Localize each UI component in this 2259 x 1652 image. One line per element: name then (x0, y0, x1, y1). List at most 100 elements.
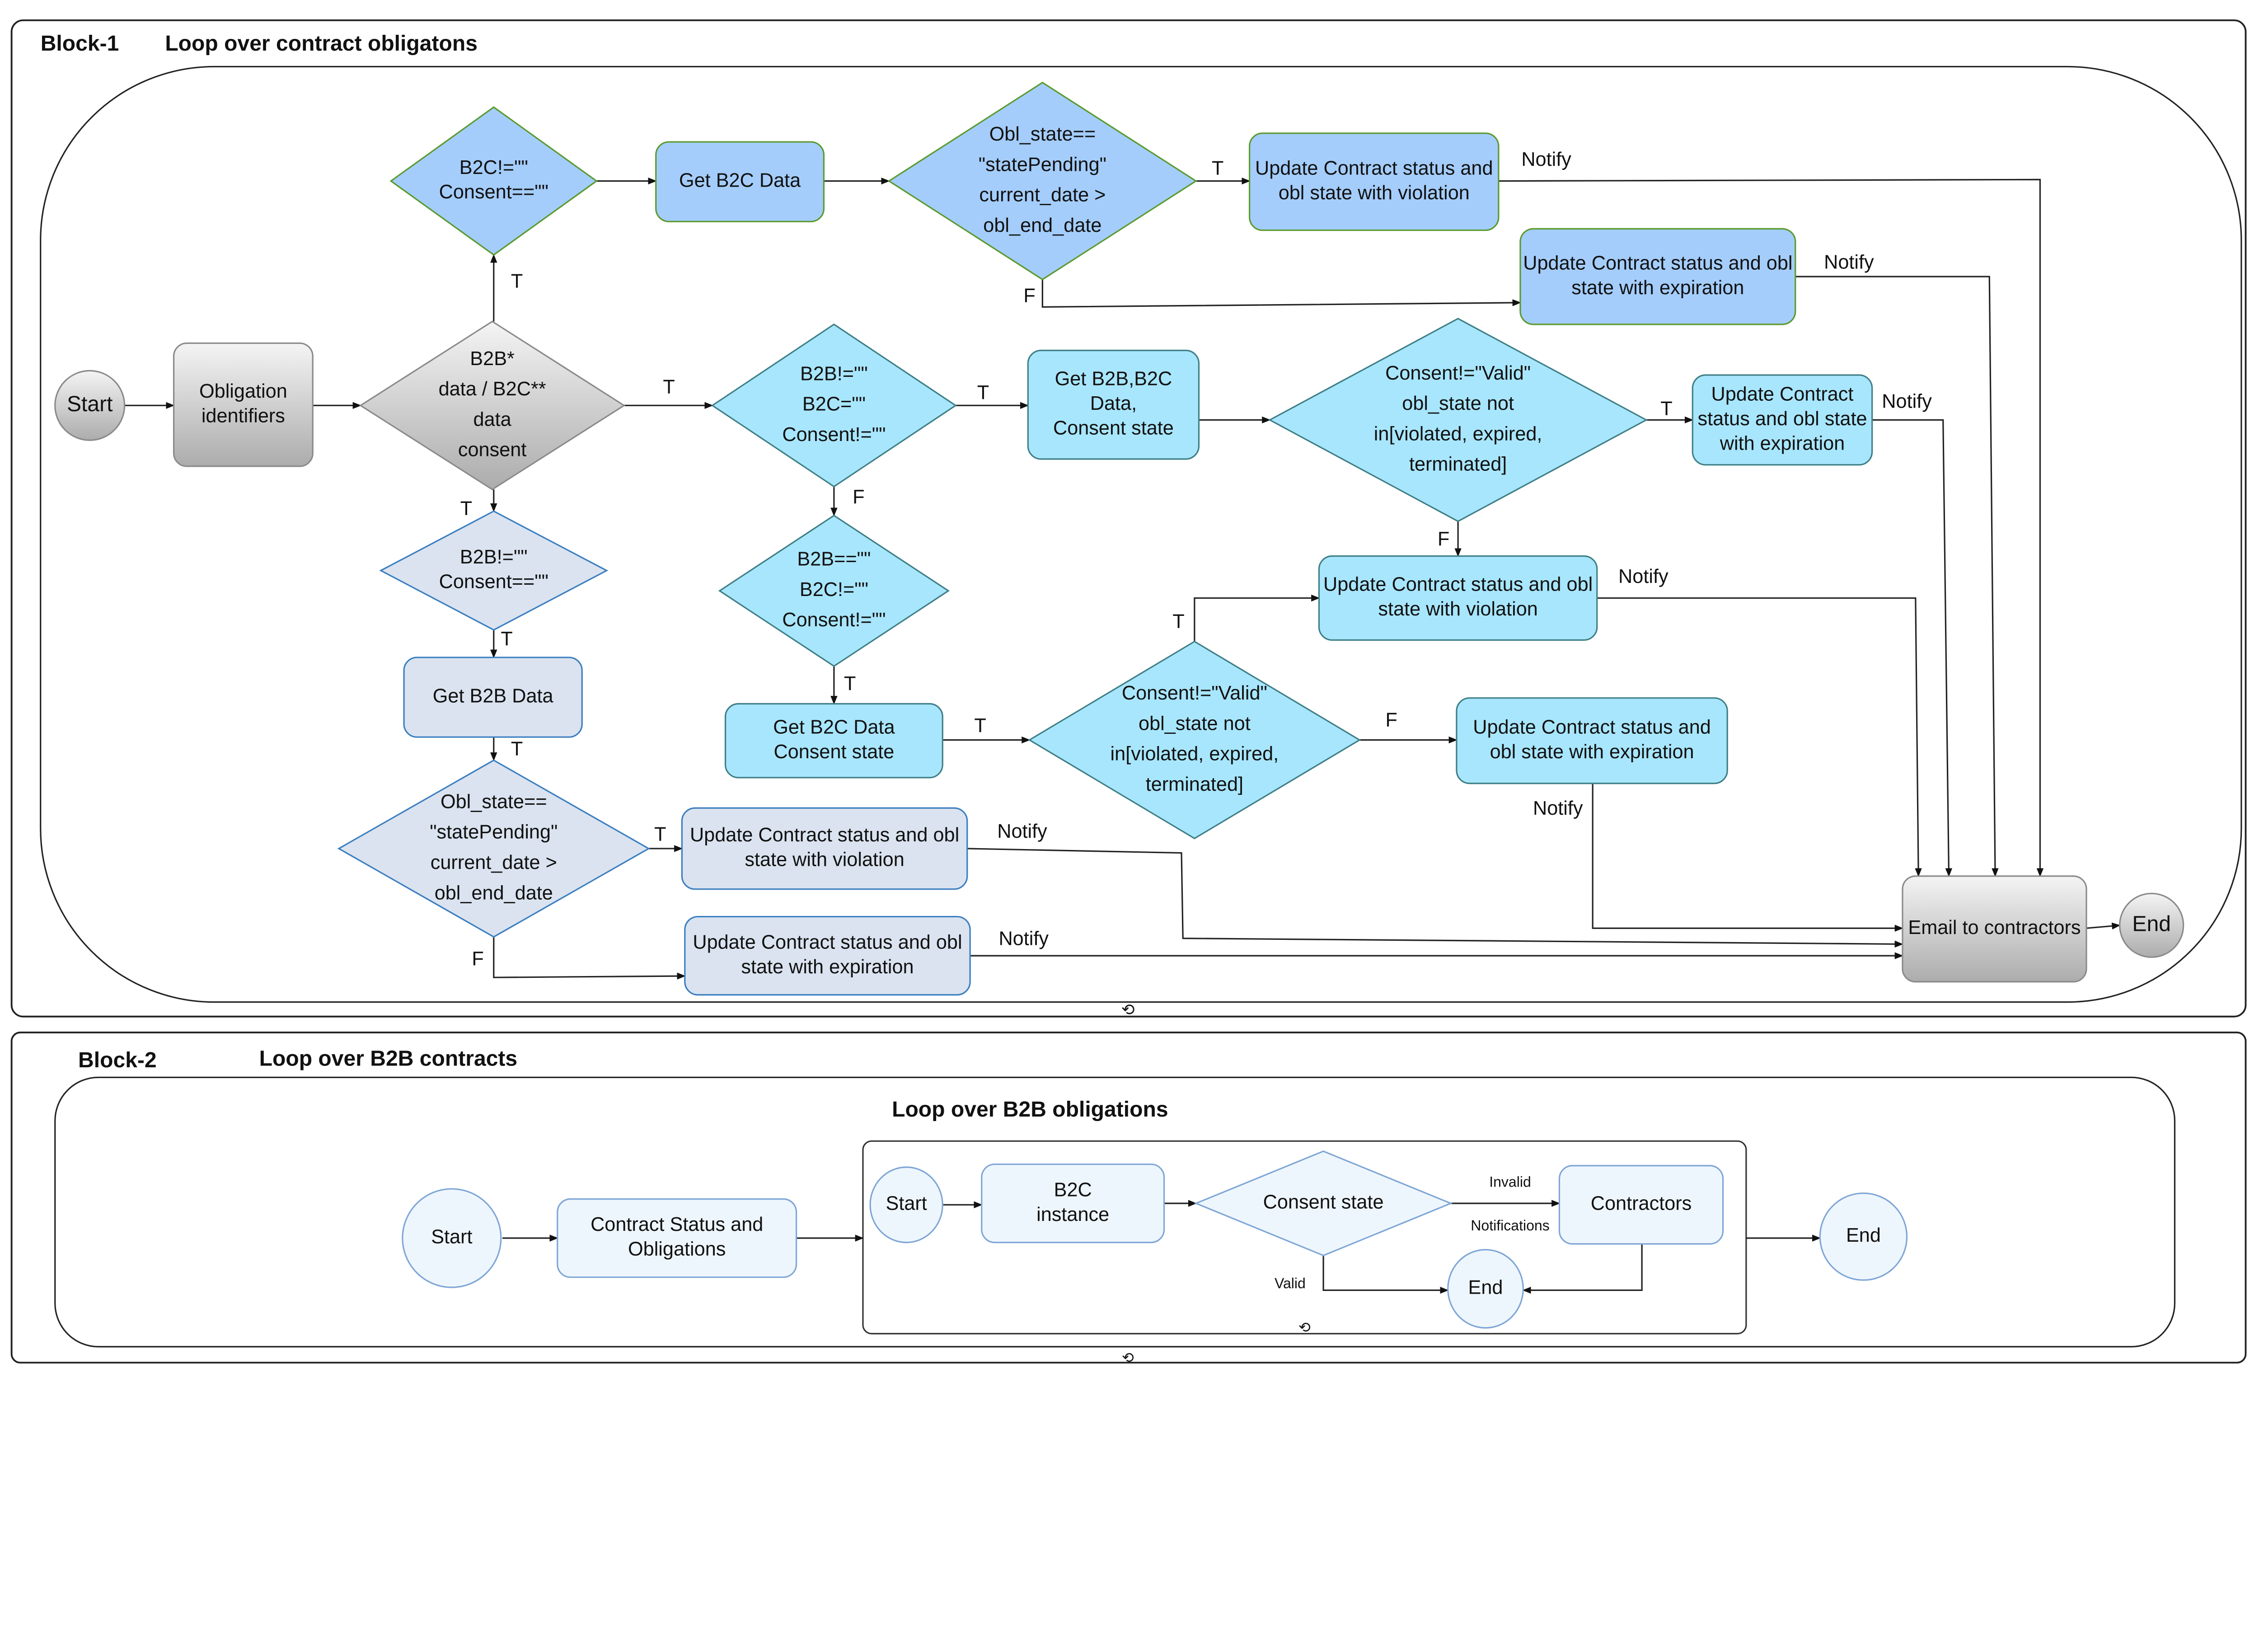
node-label: Obl_state== (989, 123, 1096, 145)
consent-state-decision[interactable]: Consent state (1194, 1150, 1453, 1257)
node-label: in[violated, expired, (1111, 743, 1279, 765)
start-node-shape (869, 1166, 943, 1244)
node-label: obl state with violation (1279, 182, 1470, 204)
edge-label: Notify (1824, 252, 1874, 273)
edge-label: T (1172, 610, 1184, 632)
node-label: obl state with expiration (1490, 741, 1694, 763)
connector-arrow (1041, 279, 1521, 308)
node-label: Consent state (773, 741, 894, 763)
edge-label: T (977, 382, 989, 404)
connector-arrow (1194, 594, 1320, 642)
consent-valid-decision[interactable]: Consent!="Valid"obl_state notin[violated… (1028, 640, 1361, 840)
b2c-only-decision[interactable]: B2C!="" Consent=="" (389, 106, 598, 256)
get-b2b-data-node[interactable]: Get B2B Data (403, 657, 583, 738)
node-label: state with violation (745, 849, 904, 871)
node-label: B2C!="" (800, 579, 868, 601)
edge-label: T (663, 376, 675, 398)
block-1-title: Loop over contract obligatons (165, 31, 478, 56)
connector-arrow (1498, 178, 2044, 877)
get-b2c-data-node[interactable]: Get B2C Data (655, 141, 825, 222)
edge-label: Notify (1533, 798, 1583, 819)
edge-label: F (853, 486, 864, 508)
edge-label: F (1386, 709, 1397, 731)
update-expiration-node-shape (1456, 697, 1728, 784)
loop-icon: ⟲ (1122, 1350, 1134, 1366)
start-node[interactable]: Start (54, 370, 126, 441)
block-1-edges (124, 177, 2121, 980)
end-node-shape (1819, 1192, 1908, 1281)
b2b-b2c-decision[interactable]: B2B!=""B2C=""Consent!="" (711, 323, 957, 488)
node-label: Consent!="" (782, 424, 886, 446)
node-label: current_date > (431, 852, 557, 873)
node-label: Obligation (199, 380, 287, 402)
edge-label: T (844, 673, 856, 695)
edge-label: F (472, 948, 483, 970)
connector-arrow (1872, 419, 1953, 877)
contractors-node[interactable]: Contractors (1558, 1165, 1724, 1245)
update-violation-node-shape (681, 807, 968, 890)
node-label: Email to contractors (1908, 917, 2081, 939)
email-contractors-node[interactable]: Email to contractors (1902, 875, 2087, 983)
b2b-obligations-title: Loop over B2B obligations (892, 1097, 1168, 1122)
node-label: Obl_state== (441, 791, 547, 812)
obl-state-pending-decision[interactable]: Obl_state=="statePending"current_date >o… (337, 759, 650, 938)
node-label: obl_end_date (983, 215, 1101, 236)
obl-state-pending-decision-shape (337, 759, 650, 938)
start-node[interactable]: Start (869, 1166, 943, 1244)
start-node-shape (54, 370, 126, 441)
node-label: B2B=="" (797, 549, 871, 570)
get-b2b-b2c-data-node-shape (1027, 349, 1200, 460)
data-type-decision-shape (359, 320, 626, 491)
node-label: obl_state not (1402, 393, 1514, 414)
update-expiration-node-shape (1692, 374, 1873, 466)
update-violation-node[interactable]: Update Contract status and obl state with… (1249, 132, 1500, 231)
node-label: B2B* (470, 348, 515, 370)
connector-arrow (967, 848, 1903, 948)
node-label: Data, (1090, 393, 1137, 414)
edge-label: T (654, 824, 666, 845)
node-label: Contractors (1591, 1193, 1692, 1215)
b2b-only-decision[interactable]: B2B!=""Consent=="" (379, 510, 609, 631)
node-label: Update Contract status and obl (1523, 252, 1792, 274)
end-node[interactable]: End (1819, 1192, 1908, 1281)
get-b2c-consent-node-shape (724, 703, 943, 779)
node-label: Consent state (1263, 1192, 1384, 1213)
block-1: Block-1 Loop over contract obligatons ⟲ … (10, 19, 2247, 1018)
edge-label: T (511, 270, 523, 292)
node-label: B2C!="" (459, 157, 528, 178)
node-label: Update Contract status and obl (693, 931, 962, 953)
node-label: Consent!="Valid" (1122, 682, 1267, 704)
edge-label: T (1660, 398, 1672, 419)
loop-icon: ⟲ (1121, 1001, 1135, 1018)
node-label: Contract Status and (591, 1214, 763, 1235)
start-node[interactable]: Start (402, 1188, 502, 1288)
node-label: Consent=="" (439, 181, 548, 203)
end-node[interactable]: End (1447, 1249, 1524, 1329)
obl-state-pending-decision[interactable]: Obl_state=="statePending"current_date >o… (887, 81, 1198, 281)
node-label: Update Contract status and (1255, 157, 1493, 179)
edge-label: T (501, 628, 512, 650)
edge-label: Notifications (1471, 1217, 1549, 1234)
node-label: Consent state (1053, 418, 1174, 439)
edge-label: Valid (1275, 1275, 1306, 1291)
consent-valid-decision[interactable]: Consent!="Valid"obl_state notin[violated… (1268, 318, 1648, 522)
edge-label: T (460, 497, 472, 519)
edge-label: F (1438, 528, 1449, 550)
b2c-consent-decision[interactable]: B2B==""B2C!=""Consent!="" (718, 514, 950, 667)
edge-label: Notify (1882, 390, 1932, 412)
node-label: End (1846, 1225, 1881, 1246)
end-node[interactable]: End (2119, 892, 2184, 958)
block-1-label: Block-1 (41, 31, 119, 56)
